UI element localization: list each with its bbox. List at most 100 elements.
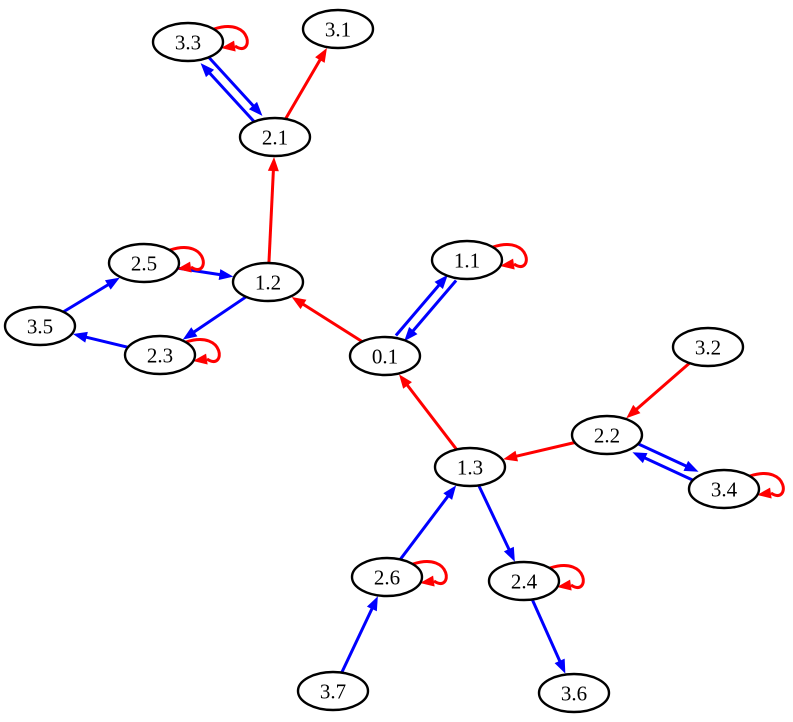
- edge-line: [642, 455, 696, 483]
- edge-1.1-0.1: [404, 279, 458, 342]
- edge-line: [514, 441, 576, 458]
- node-label: 2.4: [511, 570, 538, 594]
- edges-layer: [62, 25, 785, 674]
- node-3.5: 3.5: [3, 305, 77, 347]
- arrowhead: [404, 327, 418, 342]
- arrowhead: [632, 452, 648, 464]
- arrowhead: [554, 658, 566, 674]
- edge-2.2-1.3: [503, 441, 576, 462]
- node-label: 3.2: [695, 336, 721, 360]
- edge-line: [206, 54, 256, 109]
- edge-2.4-3.6: [530, 598, 566, 674]
- edge-line: [340, 606, 375, 674]
- node-2.2: 2.2: [570, 414, 644, 456]
- node-3.2: 3.2: [671, 326, 745, 368]
- node-label: 2.5: [131, 252, 157, 276]
- edge-2.1-3.3: [200, 63, 257, 125]
- node-ellipse: [296, 670, 370, 712]
- node-ellipse: [231, 261, 305, 303]
- node-ellipse: [238, 116, 312, 158]
- arrowhead: [315, 47, 327, 63]
- edge-0.1-1.1: [394, 274, 448, 337]
- self-loop-2.4: [549, 564, 585, 591]
- node-ellipse: [430, 239, 504, 281]
- node-2.3: 2.3: [123, 334, 197, 376]
- self-loop-path: [749, 472, 785, 497]
- arrowhead: [626, 404, 641, 419]
- self-loop-2.3: [185, 338, 221, 365]
- node-2.5: 2.5: [107, 242, 181, 284]
- self-loop-path: [169, 246, 205, 271]
- node-label: 1.3: [457, 456, 483, 480]
- node-ellipse: [350, 556, 424, 598]
- node-2.6: 2.6: [350, 556, 424, 598]
- node-1.3: 1.3: [433, 446, 507, 488]
- node-label: 3.5: [27, 315, 53, 339]
- edge-3.5-2.5: [62, 277, 120, 314]
- self-loop-2.5: [169, 246, 205, 273]
- node-3.4: 3.4: [687, 468, 761, 510]
- edge-2.1-3.1: [284, 47, 327, 120]
- node-label: 3.6: [561, 682, 587, 706]
- node-label: 1.1: [454, 249, 480, 273]
- self-loop-path: [492, 243, 528, 268]
- arrowhead: [366, 596, 378, 612]
- arrowhead: [557, 579, 572, 591]
- edge-2.2-3.4: [635, 441, 699, 472]
- edge-line: [207, 70, 257, 125]
- node-ellipse: [433, 446, 507, 488]
- arrowhead: [248, 101, 263, 116]
- node-ellipse: [687, 468, 761, 510]
- node-label: 3.4: [711, 478, 738, 502]
- node-label: 0.1: [372, 345, 398, 369]
- node-3.1: 3.1: [301, 8, 375, 50]
- arrowhead: [683, 460, 699, 472]
- arrowhead: [182, 327, 198, 340]
- arrowhead: [221, 40, 236, 52]
- edge-1.2-2.3: [182, 295, 247, 340]
- node-ellipse: [570, 414, 644, 456]
- arrowhead: [218, 269, 234, 281]
- edge-3.3-2.1: [206, 54, 263, 116]
- edge-line: [410, 279, 458, 334]
- node-label: 2.2: [594, 424, 620, 448]
- self-loop-path: [185, 338, 221, 363]
- arrowhead: [267, 156, 279, 172]
- arrowhead: [200, 63, 215, 78]
- node-label: 2.6: [374, 566, 400, 590]
- node-1.2: 1.2: [231, 261, 305, 303]
- arrowhead: [72, 331, 88, 343]
- edge-line: [267, 168, 275, 264]
- edge-line: [284, 57, 323, 120]
- self-loop-3.4: [749, 472, 785, 499]
- arrowhead: [177, 261, 192, 273]
- edge-0.1-1.2: [291, 296, 364, 343]
- arrowhead: [757, 487, 772, 499]
- arrowhead: [500, 258, 515, 270]
- nodes-layer: 0.11.11.21.32.12.22.32.42.52.63.13.23.33…: [3, 8, 761, 714]
- edge-3.2-2.2: [626, 361, 691, 419]
- edge-line: [62, 282, 111, 314]
- arrowhead: [420, 575, 435, 587]
- self-loop-path: [412, 560, 448, 585]
- edge-2.6-1.3: [399, 485, 457, 561]
- node-1.1: 1.1: [430, 239, 504, 281]
- node-ellipse: [348, 335, 422, 377]
- edge-1.3-2.4: [477, 484, 515, 562]
- node-3.3: 3.3: [151, 21, 225, 63]
- edge-line: [530, 598, 562, 664]
- arrowhead: [104, 277, 120, 290]
- node-label: 3.1: [325, 18, 351, 42]
- node-label: 1.2: [255, 271, 281, 295]
- edge-1.2-2.1: [267, 156, 279, 264]
- node-ellipse: [671, 326, 745, 368]
- edge-line: [405, 382, 458, 451]
- arrowhead: [291, 296, 307, 310]
- edge-line: [477, 484, 512, 552]
- edge-line: [300, 302, 364, 343]
- edge-3.4-2.2: [632, 452, 696, 483]
- edge-line: [84, 335, 129, 349]
- node-3.6: 3.6: [537, 672, 611, 714]
